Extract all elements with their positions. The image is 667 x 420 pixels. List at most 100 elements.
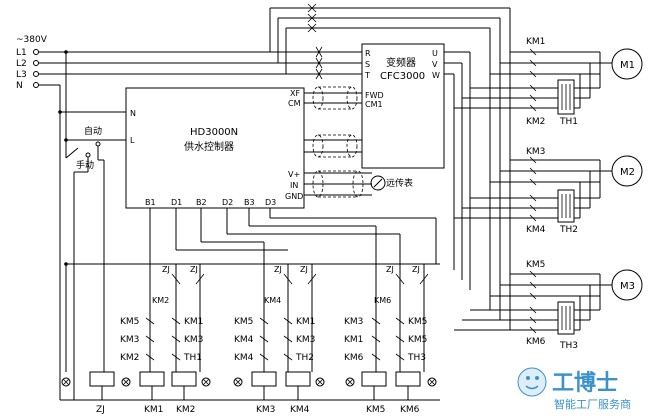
group3-c3: KM6 xyxy=(344,353,364,363)
inverter-model: CFC3000 xyxy=(380,71,425,82)
coil-km6 xyxy=(395,371,421,387)
motor-contacts xyxy=(529,48,537,334)
motor-m1: M1 KM1 KM2 TH1 xyxy=(454,37,643,127)
coil-label-km2: KM2 xyxy=(176,405,195,415)
group3-r3: TH3 xyxy=(407,353,426,363)
watermark-logo: 工博士 智能工厂服务商 xyxy=(517,367,631,411)
group2-r2: KM3 xyxy=(296,335,315,345)
controller-box xyxy=(125,87,305,209)
group1-r3: TH1 xyxy=(183,353,202,363)
control-group-2: ZJ ZJ KM4 KM5 KM4 KM4 KM1 KM3 TH2 xyxy=(234,264,317,372)
switch-manual-label: 手动 xyxy=(76,159,94,171)
motor-m3-relay: TH3 xyxy=(559,341,578,351)
phase-n: N xyxy=(16,81,23,91)
controller-pin-l: L xyxy=(130,136,135,145)
controller-pin-d1: D1 xyxy=(171,198,182,207)
controller-pin-in: IN xyxy=(290,181,298,190)
inverter-output-w: W xyxy=(432,71,440,80)
controller-pin-vplus: V+ xyxy=(288,170,300,179)
inverter-input-s: S xyxy=(365,60,370,69)
controller-pin-cm: CM xyxy=(288,99,301,108)
motor-m2-top-contactor: KM3 xyxy=(526,147,545,157)
controller-pin-gnd: GND xyxy=(285,192,303,201)
group1-c1: KM5 xyxy=(120,317,139,327)
controller-output-wiring xyxy=(149,208,437,372)
group3-r2: KM5 xyxy=(408,335,427,345)
coil-km3 xyxy=(251,371,277,387)
motor-m3-bottom-contactor: KM6 xyxy=(526,337,546,347)
phase-l1: L1 xyxy=(16,48,27,58)
inverter-name: 变频器 xyxy=(386,56,416,69)
group1-interlock: KM2 xyxy=(152,296,169,305)
coil-label-zj: ZJ xyxy=(96,405,105,415)
group1-r2: KM3 xyxy=(184,335,203,345)
control-group-1: ZJ ZJ KM2 KM5 KM3 KM2 KM1 KM3 TH1 xyxy=(120,264,205,372)
controller-power-wiring xyxy=(58,110,126,400)
inverter-input-t: T xyxy=(364,71,370,80)
controller-pin-b1: B1 xyxy=(145,198,156,207)
group3-c2: KM1 xyxy=(344,335,363,345)
inverter-box xyxy=(361,43,445,169)
controller-pin-xf: XF xyxy=(290,89,300,98)
controller-pin-n: N xyxy=(130,109,136,118)
inverter-input-r: R xyxy=(365,49,371,58)
indicator-lamps xyxy=(61,377,437,387)
group1-r1: KM1 xyxy=(184,317,203,327)
coil-km5 xyxy=(361,371,387,387)
watermark-tagline: 智能工厂服务商 xyxy=(554,397,631,411)
controller-model: HD3000N xyxy=(190,127,238,138)
control-group-3: ZJ ZJ KM6 KM3 KM1 KM6 KM5 KM5 TH3 xyxy=(344,234,429,372)
group2-c1: KM5 xyxy=(234,317,253,327)
coil-km2 xyxy=(171,371,197,387)
phase-l3: L3 xyxy=(16,70,27,80)
supply-bus xyxy=(39,50,340,400)
coil-km1 xyxy=(139,371,165,387)
group2-r3: TH2 xyxy=(295,353,314,363)
phase-l2: L2 xyxy=(16,59,27,69)
coil-label-km3: KM3 xyxy=(256,405,275,415)
coil-label-km1: KM1 xyxy=(144,405,163,415)
group2-c2: KM4 xyxy=(234,335,254,345)
motor-m1-relay: TH1 xyxy=(559,117,578,127)
controller-pin-b3: B3 xyxy=(244,198,255,207)
supply-breakers xyxy=(315,46,323,80)
inverter-cm1: CM1 xyxy=(365,100,383,109)
coil-label-km6: KM6 xyxy=(400,405,420,415)
group2-zj-a: ZJ xyxy=(274,265,282,274)
motor-m2: M2 KM3 KM4 TH2 xyxy=(454,147,643,235)
inverter-output-v: V xyxy=(432,60,438,69)
coil-km4 xyxy=(285,371,311,387)
group3-zj-a: ZJ xyxy=(386,265,394,274)
motor-m1-label: M1 xyxy=(620,60,635,71)
group1-zj-b: ZJ xyxy=(190,265,198,274)
bypass-lines xyxy=(269,3,511,330)
motor-m2-bottom-contactor: KM4 xyxy=(526,225,546,235)
inverter-output-u: U xyxy=(432,49,438,58)
switch-auto-label: 自动 xyxy=(84,125,102,137)
supply-terminals: L1 L2 L3 N xyxy=(16,48,39,91)
supply-voltage: ~380V xyxy=(16,35,48,45)
controller-pin-d3: D3 xyxy=(265,198,276,207)
motor-m3-top-contactor: KM5 xyxy=(526,260,545,270)
motor-m1-bottom-contactor: KM2 xyxy=(526,117,545,127)
watermark-brand: 工博士 xyxy=(552,370,618,396)
group1-c3: KM2 xyxy=(120,353,139,363)
group2-c3: KM4 xyxy=(234,353,254,363)
group1-c2: KM3 xyxy=(120,335,139,345)
group2-zj-b: ZJ xyxy=(300,265,308,274)
group3-r1: KM5 xyxy=(408,317,427,327)
group2-interlock: KM4 xyxy=(264,296,281,305)
controller-pin-b2: B2 xyxy=(196,198,207,207)
coil-row xyxy=(61,371,437,400)
control-bus xyxy=(60,262,440,401)
motor-m1-top-contactor: KM1 xyxy=(526,37,545,47)
coil-zj xyxy=(89,371,115,387)
inverter-output-bus xyxy=(444,51,471,290)
coil-label-km4: KM4 xyxy=(290,405,310,415)
controller-name: 供水控制器 xyxy=(184,140,234,153)
group3-interlock: KM6 xyxy=(374,296,391,305)
group3-c1: KM3 xyxy=(344,317,363,327)
remote-meter-label: 远传表 xyxy=(386,177,413,189)
motor-m2-relay: TH2 xyxy=(559,225,578,235)
